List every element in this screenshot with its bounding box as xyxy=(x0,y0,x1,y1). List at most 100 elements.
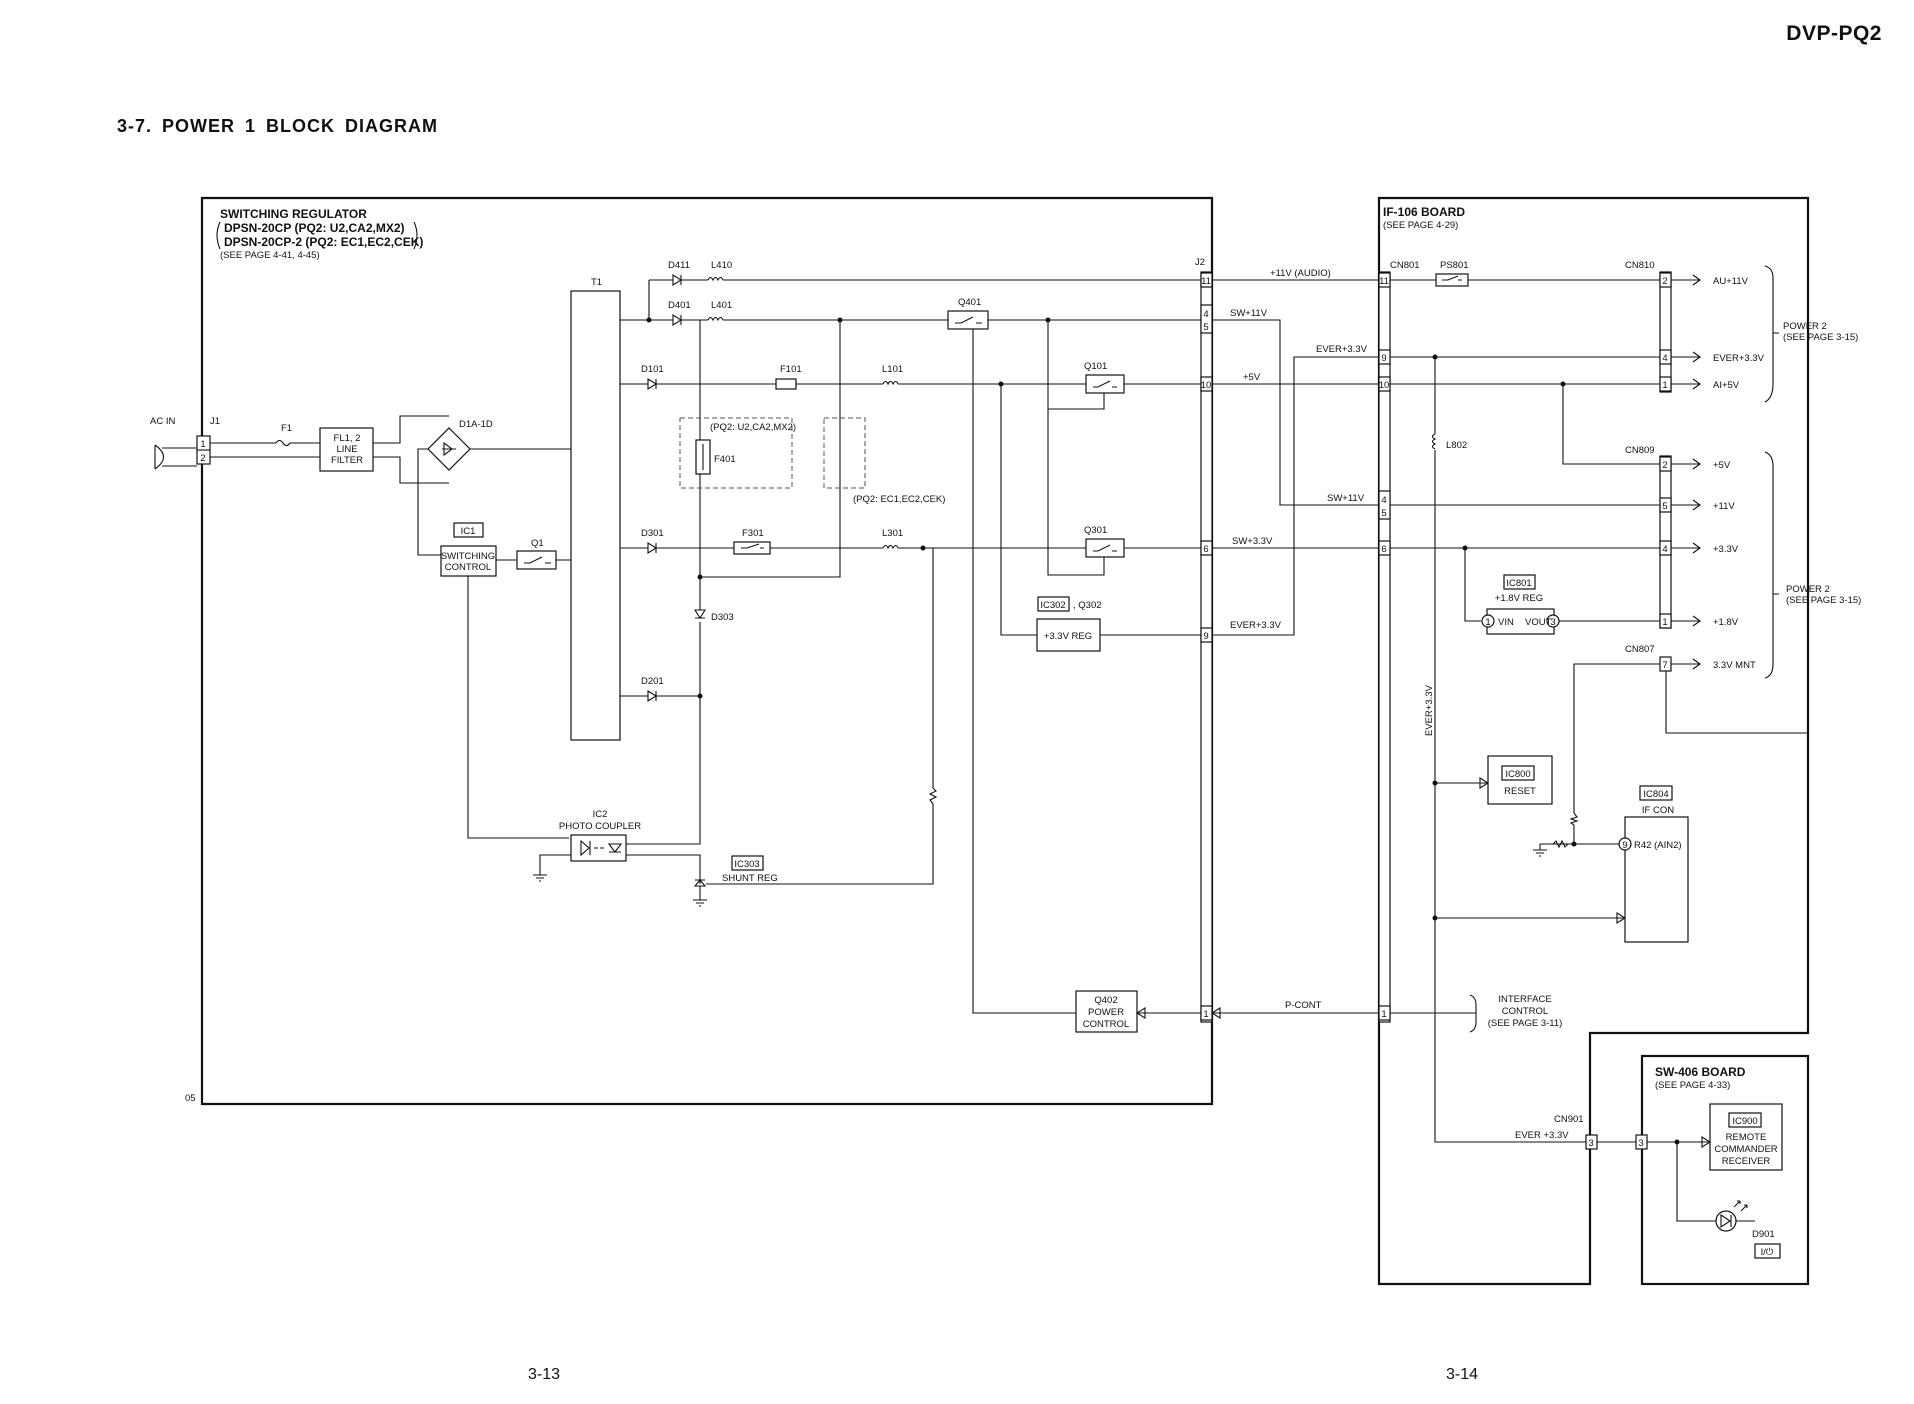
shunt-reg-icon xyxy=(693,879,707,900)
ac-in-label: AC IN xyxy=(150,416,175,427)
q301-gate-wire xyxy=(1047,409,1105,576)
f301-label: F301 xyxy=(742,528,764,539)
ic900-tag xyxy=(1728,1112,1762,1128)
d201-label: D201 xyxy=(641,676,664,687)
svg-text:1: 1 xyxy=(1203,1009,1208,1020)
ps801-label: PS801 xyxy=(1440,260,1469,271)
corner-mark: 05 xyxy=(185,1093,196,1104)
f301-fuse xyxy=(733,541,771,555)
remote-label-3: RECEIVER xyxy=(1722,1156,1771,1167)
switching-control-box xyxy=(440,545,497,577)
coupler-ground-wire xyxy=(539,854,571,875)
coupler-d201-wire xyxy=(626,696,701,845)
svg-text:10: 10 xyxy=(1201,380,1212,391)
q402-label-3: CONTROL xyxy=(1083,1019,1129,1030)
reg-3v3-label: +3.3V REG xyxy=(1044,631,1092,642)
power-key-badge xyxy=(1754,1243,1781,1259)
interface-control-label-3: (SEE PAGE 3-11) xyxy=(1488,1018,1563,1029)
ps801-fuse xyxy=(1435,273,1469,287)
interface-control-label-2: CONTROL xyxy=(1502,1006,1548,1017)
d411-diode-icon xyxy=(672,274,683,286)
ic801-label: IC801 xyxy=(1506,578,1531,589)
f1-label: F1 xyxy=(281,423,292,434)
option-box-us xyxy=(679,417,793,489)
out-ever33: EVER+3.3V xyxy=(1713,353,1765,364)
power2-a-label-2: (SEE PAGE 3-15) xyxy=(1783,332,1858,343)
d301-label: D301 xyxy=(641,528,664,539)
cn901-pin-3: 3 xyxy=(1588,1138,1593,1149)
q402-label-1: Q402 xyxy=(1094,995,1117,1006)
net-sw-11v-label-b: SW+11V xyxy=(1327,493,1365,504)
fuse-f1-icon xyxy=(275,439,291,447)
ground-icon-2 xyxy=(693,899,707,907)
power2-a-label-1: POWER 2 xyxy=(1783,321,1827,332)
bridge-output-wires xyxy=(417,448,571,556)
if106-board-see: (SEE PAGE 4-29) xyxy=(1383,220,1458,231)
q101-label: Q101 xyxy=(1084,361,1107,372)
cn807-pin-7: 7 xyxy=(1662,660,1667,671)
svg-text:1: 1 xyxy=(1662,617,1667,628)
vin-label: VIN xyxy=(1498,617,1514,628)
ic801-pin-3: 3 xyxy=(1550,617,1555,628)
svg-text:10: 10 xyxy=(1379,380,1390,391)
d901-led xyxy=(1715,1210,1737,1232)
j2-connector xyxy=(1200,271,1213,1023)
ic804-tag xyxy=(1639,785,1673,801)
bracket-left xyxy=(216,221,221,250)
ever33-vertical-label: EVER+3.3V xyxy=(1424,684,1435,736)
q1-switch-icon xyxy=(524,556,551,564)
net-sw-3v3-label: SW+3.3V xyxy=(1232,536,1273,547)
ic2-label: IC2 xyxy=(593,809,608,820)
j2-pins: 11 4 5 10 6 9 1 xyxy=(1200,272,1213,1021)
if106-board-name: IF-106 BOARD xyxy=(1383,205,1465,219)
ac-plug-icon xyxy=(154,444,165,470)
q301-label: Q301 xyxy=(1084,525,1107,536)
j2-label: J2 xyxy=(1195,257,1205,268)
l410-label: L410 xyxy=(711,260,732,271)
net-ever-3v3-label-b: EVER+3.3V xyxy=(1230,620,1282,631)
shunt-reg-label: SHUNT REG xyxy=(722,873,778,884)
output-stubs xyxy=(1671,279,1700,665)
d401-diode-icon xyxy=(672,314,683,326)
d303-bus-wire xyxy=(699,320,841,578)
fl-label-1: FL1, 2 xyxy=(334,433,361,444)
if-con-label: IF CON xyxy=(1642,805,1674,816)
d301-diode-icon xyxy=(647,542,658,554)
power-key-icon: I/⏻ xyxy=(1761,1247,1774,1258)
resistor-icon-2 xyxy=(1552,839,1569,849)
shunt-ref-wire xyxy=(706,548,934,885)
d1a-label: D1A-1D xyxy=(459,419,493,430)
svg-text:9: 9 xyxy=(1203,631,1208,642)
out-1v8: +1.8V xyxy=(1713,617,1739,628)
section-title: 3-7. POWER 1 BLOCK DIAGRAM xyxy=(117,116,439,136)
net-p-cont-label: P-CONT xyxy=(1285,1000,1322,1011)
q402-q401-wire xyxy=(972,329,1076,1014)
out-3v3-mnt: 3.3V MNT xyxy=(1713,660,1756,671)
t1-label: T1 xyxy=(591,277,602,288)
ic800-tag xyxy=(1501,765,1535,781)
svg-text:1: 1 xyxy=(1662,380,1667,391)
option-us-label: (PQ2: U2,CA2,MX2) xyxy=(710,422,796,433)
q101-switch-icon xyxy=(1093,380,1117,388)
q101-gate-wire xyxy=(1047,320,1105,410)
fl-label-2: LINE xyxy=(336,444,357,455)
sw406-board-frame xyxy=(1640,1054,1810,1286)
q1-label: Q1 xyxy=(531,538,544,549)
ever33-sw-label: EVER +3.3V xyxy=(1515,1130,1569,1141)
cn901-label: CN901 xyxy=(1554,1114,1584,1125)
q402-label-2: POWER xyxy=(1088,1007,1124,1018)
if-5v-wire xyxy=(1562,384,1660,465)
photo-coupler-led-icon xyxy=(607,843,623,853)
ac-plug-wires xyxy=(162,447,197,467)
q402-arrow xyxy=(1135,1007,1146,1019)
d101-label: D101 xyxy=(641,364,664,375)
vout-label: VOUT xyxy=(1525,617,1552,628)
ic303-label: IC303 xyxy=(734,859,759,870)
ic801-input-wire xyxy=(1464,548,1481,622)
resistor-icon-1 xyxy=(928,787,938,805)
cn807-to-sw406-wire xyxy=(1665,671,1808,734)
regulator-model-line2: DPSN-20CP-2 (PQ2: EC1,EC2,CEK) xyxy=(224,235,423,249)
led-light-icon xyxy=(1733,1200,1748,1212)
f401-label: F401 xyxy=(714,454,736,465)
d303-label: D303 xyxy=(711,612,734,623)
